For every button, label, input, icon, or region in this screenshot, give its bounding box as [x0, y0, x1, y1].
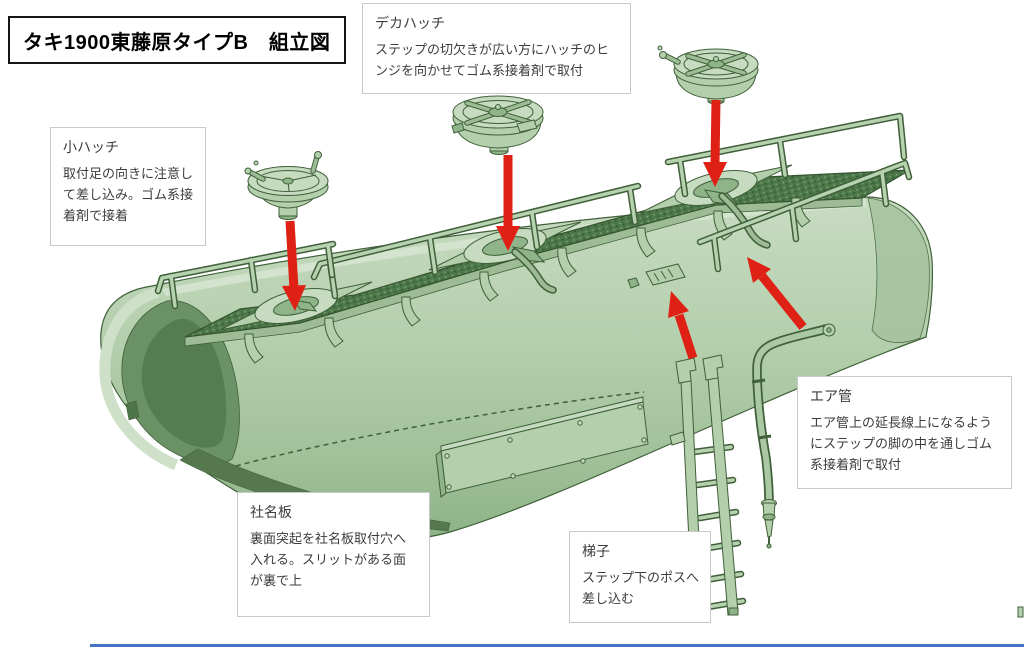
step-pad — [627, 263, 686, 289]
clipped-part-fragment — [1017, 606, 1024, 618]
hatch-opening-rear — [674, 170, 771, 249]
callout-name-plate-title: 社名板 — [250, 504, 292, 520]
callout-ladder-body: ステップ下のポスへ差し込む — [582, 570, 700, 606]
ladder-part — [669, 354, 747, 622]
name-plate-part — [435, 396, 649, 498]
callout-name-plate: 社名板 裏面突起を社名板取付穴へ入れる。スリットがある面が裏で上 — [237, 492, 430, 617]
callout-air-pipe-title: エア管 — [810, 388, 852, 404]
callout-name-plate-body: 裏面突起を社名板取付穴へ入れる。スリットがある面が裏で上 — [250, 531, 407, 588]
arrow-air-pipe — [747, 257, 807, 330]
rivet-seam — [235, 391, 645, 467]
arrow-deka-hatch-rear — [703, 99, 727, 187]
walkway — [184, 164, 911, 364]
railing — [154, 112, 913, 310]
arrow-ladder — [668, 291, 698, 360]
callout-ladder-title: 梯子 — [582, 543, 610, 559]
railing-far-right — [664, 112, 908, 198]
name-plate-pins — [444, 404, 647, 490]
walkway-legs — [244, 197, 811, 364]
callout-deka-hatch: デカハッチ ステップの切欠きが広い方にハッチのヒンジを向かせてゴム系接着剤で取付 — [362, 3, 631, 94]
arrow-deka-hatch-middle — [496, 155, 520, 251]
callout-deka-hatch-title: デカハッチ — [375, 15, 445, 31]
air-pipe-nozzle — [761, 499, 777, 549]
railing-far-left — [310, 182, 642, 300]
tank-end-cap-right — [867, 197, 930, 343]
callout-small-hatch: 小ハッチ 取付足の向きに注意して差し込み。ゴム系接着剤で接着 — [50, 127, 206, 246]
callout-air-pipe-body: エア管上の延長線上になるようにステップの脚の中を通しゴム系接着剤で取付 — [810, 415, 993, 472]
air-pipe-sleeves — [751, 378, 772, 440]
side-slot — [125, 400, 140, 421]
deka-hatch-part-rear — [657, 45, 759, 105]
ladder-rungs — [690, 443, 747, 611]
callout-small-hatch-title: 小ハッチ — [63, 139, 119, 155]
tank-end-ring-left — [99, 286, 179, 471]
air-pipe-part — [751, 323, 836, 549]
page-title: タキ1900東藤原タイプB 組立図 — [8, 16, 346, 64]
footer-accent-line — [90, 644, 1024, 647]
callout-deka-hatch-body: ステップの切欠きが広い方にハッチのヒンジを向かせてゴム系接着剤で取付 — [375, 42, 610, 78]
railing-near-left — [154, 240, 337, 310]
hatch-opening-middle — [463, 228, 557, 294]
callout-air-pipe: エア管 エア管上の延長線上になるようにステップの脚の中を通しゴム系接着剤で取付 — [797, 376, 1012, 489]
callout-ladder: 梯子 ステップ下のポスへ差し込む — [569, 531, 711, 623]
arrow-small-hatch — [282, 220, 306, 311]
assembly-arrows — [282, 99, 807, 360]
tank-interior-shadow — [141, 318, 227, 448]
callout-small-hatch-body: 取付足の向きに注意して差し込み。ゴム系接着剤で接着 — [63, 166, 194, 223]
railing-near-right — [696, 159, 913, 273]
deka-hatch-part-middle — [451, 95, 544, 155]
small-hatch-part — [244, 151, 329, 220]
